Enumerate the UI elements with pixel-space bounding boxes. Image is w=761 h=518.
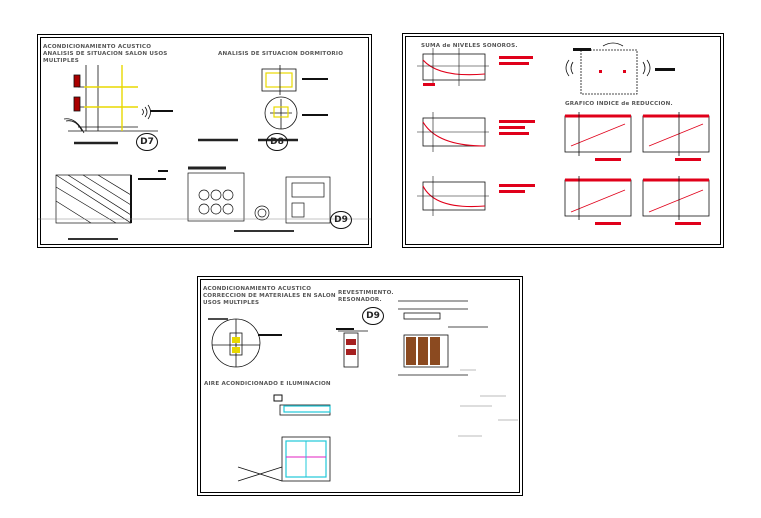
- building-section-drawing: [38, 65, 371, 240]
- graph-1: [417, 48, 533, 86]
- sheet-title: ACONDICIONAMIENTO ACUSTICO ANALISIS DE S…: [43, 44, 168, 64]
- detail-marker-d7: D7: [136, 133, 158, 151]
- sheet-subtitle: REVESTIMIENTO. RESONADOR.: [338, 290, 394, 303]
- detail-marker-d8: D8: [266, 133, 288, 151]
- reduction-graphs: [564, 112, 710, 225]
- drawing-sheet-sound-levels: SUMA de NIVELES SONOROS. GRAFICO INDICE …: [402, 33, 724, 248]
- section-title-hvac-lighting: AIRE ACONDICIONADO E ILUMINACION: [204, 381, 331, 387]
- detail-marker-d9: D9: [362, 307, 384, 325]
- detail-marker-d9: D9: [330, 211, 352, 229]
- sound-level-graphs: [417, 42, 710, 225]
- sheet-subtitle: ANALISIS DE SITUACION DORMITORIO: [218, 51, 344, 57]
- material-correction-drawing: [208, 300, 518, 482]
- drawing-sheet-acoustic-analysis: ACONDICIONAMIENTO ACUSTICO ANALISIS DE S…: [37, 34, 372, 248]
- drawing-sheet-material-correction: ACONDICIONAMIENTO ACUSTICO CORRECCION DE…: [197, 276, 523, 496]
- sheet-title: ACONDICIONAMIENTO ACUSTICO CORRECCION DE…: [203, 286, 336, 306]
- sheet-subtitle: GRAFICO INDICE de REDUCCION.: [565, 101, 673, 107]
- graph-3: [417, 176, 535, 216]
- graph-2: [417, 112, 535, 152]
- sheet-title: SUMA de NIVELES SONOROS.: [421, 43, 518, 49]
